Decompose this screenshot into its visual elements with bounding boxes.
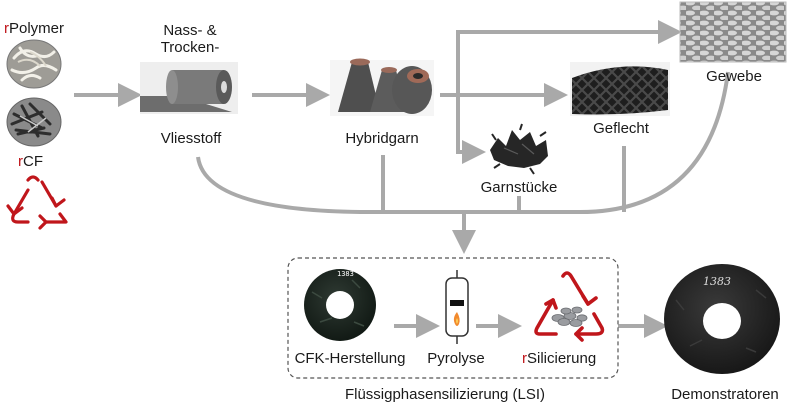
yarn-pieces-label: Garnstücke <box>480 179 558 196</box>
nonwoven-heading-line1: Nass- & <box>163 22 217 39</box>
demonstrator-disc <box>664 264 780 374</box>
braid-label: Geflecht <box>593 120 649 137</box>
cfrp-disc <box>304 269 376 341</box>
braid-photo <box>570 62 670 116</box>
cf-label: rCF <box>18 153 43 170</box>
polymer-text: Polymer <box>9 20 65 37</box>
nonwoven-heading-line2: Trocken- <box>160 39 220 56</box>
woven-fabric-label: Gewebe <box>706 68 762 85</box>
arrow-yarn-to-pieces <box>456 95 486 164</box>
pyrolysis-label: Pyrolyse <box>427 350 485 367</box>
yarn-pieces-photo <box>490 123 548 175</box>
cfrp-label: CFK-Herstellung <box>294 350 406 367</box>
arrow-yarn-to-fabric <box>456 20 682 95</box>
polymer-label: rPolymer <box>4 20 64 37</box>
demonstrator-disc-mark: 1383 <box>703 275 731 288</box>
polymer-prefix: r <box>4 20 9 37</box>
lsi-box <box>287 257 619 379</box>
cfrp-disc-mark: 1383 <box>337 270 354 278</box>
recycle-icon <box>6 175 68 230</box>
silicierung-text: Silicierung <box>527 350 597 367</box>
silicierung-prefix: r <box>522 350 527 367</box>
carbon-fiber-photo <box>6 97 62 147</box>
nonwoven-photo <box>140 62 238 114</box>
lsi-caption: Flüssigphasensilizierung (LSI) <box>344 386 546 403</box>
hybrid-yarn-label: Hybridgarn <box>345 130 419 147</box>
cf-text: CF <box>23 153 43 170</box>
pyrolysis-reactor-icon <box>445 270 469 344</box>
silicierung-label: rSilicierung <box>522 350 596 367</box>
hybrid-yarn-photo <box>330 58 434 116</box>
cf-prefix: r <box>18 153 23 170</box>
merge-curve <box>196 71 730 214</box>
flow-arrows <box>74 20 730 338</box>
silicierung-icon <box>534 271 605 342</box>
nonwoven-label: Vliesstoff <box>160 130 222 147</box>
demonstrator-label: Demonstratoren <box>671 386 779 403</box>
polymer-photo <box>6 39 62 89</box>
woven-fabric-photo <box>679 1 787 63</box>
